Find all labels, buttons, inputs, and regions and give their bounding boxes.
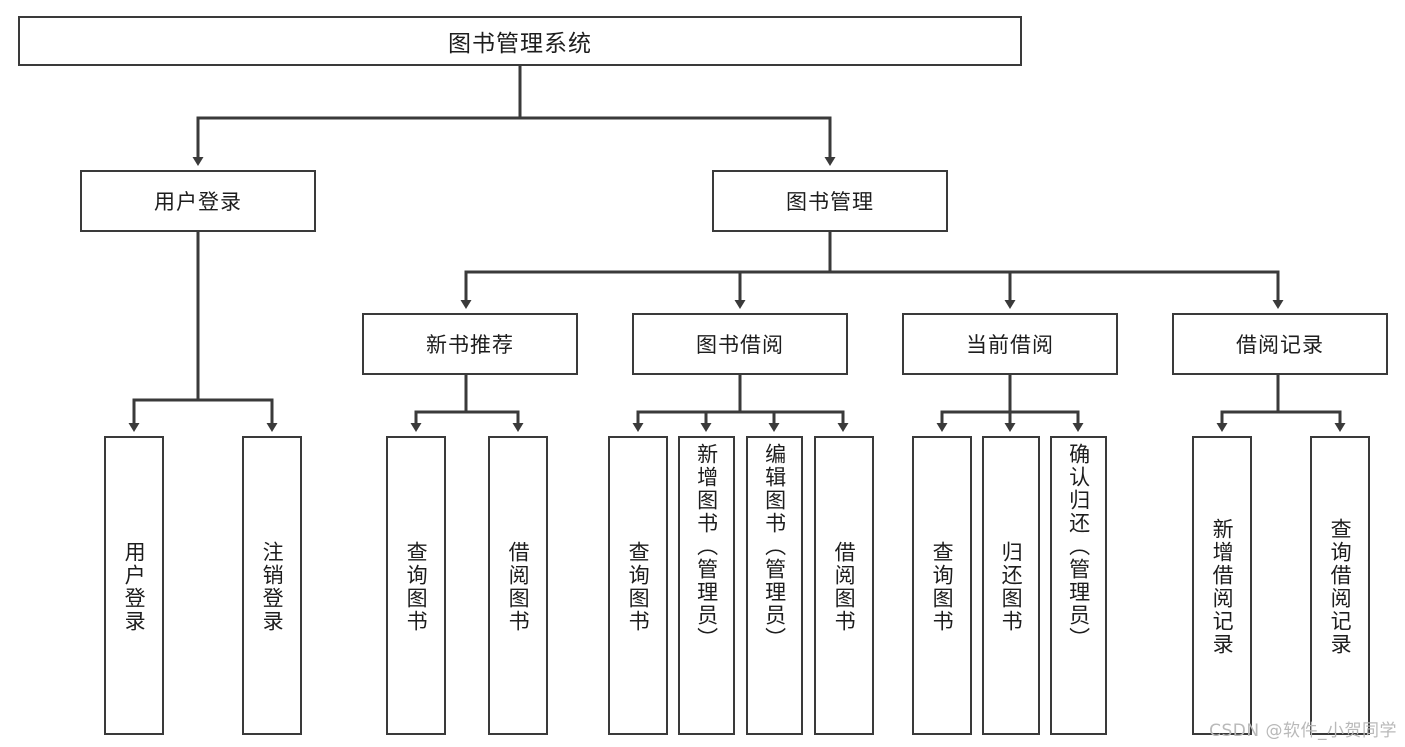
watermark-text: CSDN @软件_小贺同学 [1209,721,1397,741]
node-book-borrow[interactable]: 图书借阅 [632,313,848,375]
leaf-edit-book-admin[interactable]: 编辑图书（管理员） [746,436,803,735]
leaf-borrow-books-2[interactable]: 借阅图书 [814,436,874,735]
leaf-edit-book-admin-label: 编辑图书（管理员） [762,443,787,650]
leaf-query-borrow-record[interactable]: 查询借阅记录 [1310,436,1370,735]
leaf-confirm-return-admin[interactable]: 确认归还（管理员） [1050,436,1107,735]
leaf-query-books-2-label: 查询图书 [626,540,651,633]
leaf-user-login-label: 用户登录 [122,540,147,633]
leaf-add-book-admin-label: 新增图书（管理员） [694,443,719,650]
node-new-book-recommend-label: 新书推荐 [426,333,514,357]
node-borrow-records-label: 借阅记录 [1236,333,1324,357]
leaf-add-book-admin[interactable]: 新增图书（管理员） [678,436,735,735]
node-current-borrow[interactable]: 当前借阅 [902,313,1118,375]
leaf-confirm-return-admin-label: 确认归还（管理员） [1066,443,1091,650]
node-root-label: 图书管理系统 [448,31,592,57]
leaf-borrow-books-1-label: 借阅图书 [506,540,531,633]
leaf-query-books-3[interactable]: 查询图书 [912,436,972,735]
node-new-book-recommend[interactable]: 新书推荐 [362,313,578,375]
leaf-query-books-1[interactable]: 查询图书 [386,436,446,735]
leaf-query-books-1-label: 查询图书 [404,540,429,633]
leaf-logout[interactable]: 注销登录 [242,436,302,735]
leaf-add-borrow-record-label: 新增借阅记录 [1210,517,1235,656]
node-borrow-records[interactable]: 借阅记录 [1172,313,1388,375]
leaf-borrow-books-1[interactable]: 借阅图书 [488,436,548,735]
node-book-management[interactable]: 图书管理 [712,170,948,232]
leaf-query-borrow-record-label: 查询借阅记录 [1328,517,1353,656]
leaf-user-login[interactable]: 用户登录 [104,436,164,735]
leaf-logout-label: 注销登录 [260,540,285,633]
node-user-login-label: 用户登录 [154,190,242,214]
node-book-management-label: 图书管理 [786,190,874,214]
node-root-system[interactable]: 图书管理系统 [18,16,1022,66]
leaf-query-books-2[interactable]: 查询图书 [608,436,668,735]
node-user-login[interactable]: 用户登录 [80,170,316,232]
leaf-return-books[interactable]: 归还图书 [982,436,1040,735]
node-book-borrow-label: 图书借阅 [696,333,784,357]
leaf-return-books-label: 归还图书 [999,540,1024,633]
leaf-query-books-3-label: 查询图书 [930,540,955,633]
leaf-borrow-books-2-label: 借阅图书 [832,540,857,633]
node-current-borrow-label: 当前借阅 [966,333,1054,357]
leaf-add-borrow-record[interactable]: 新增借阅记录 [1192,436,1252,735]
